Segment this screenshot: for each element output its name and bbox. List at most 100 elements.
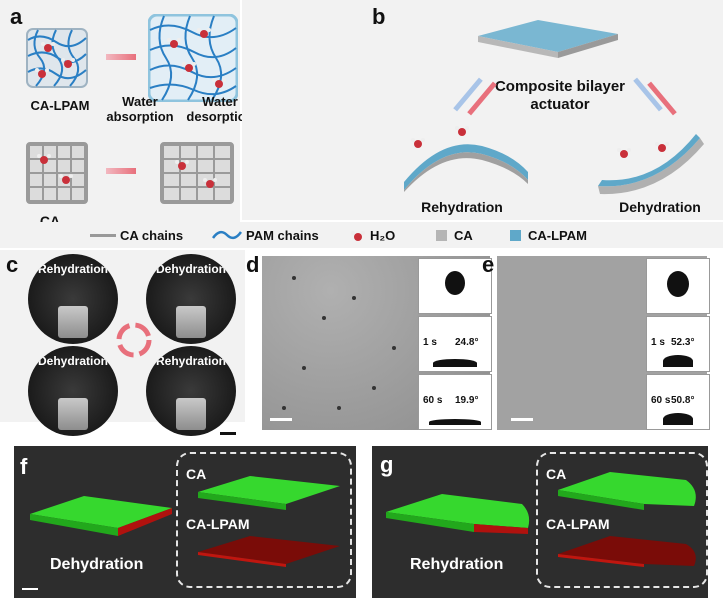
water-molecule	[212, 78, 226, 88]
calpam-layer-3d-f	[198, 536, 340, 567]
water-droplet	[667, 271, 689, 297]
contact-angle-label: 52.3°	[671, 337, 695, 348]
photo-label: Rehydration	[37, 262, 108, 276]
water-molecule	[61, 58, 75, 68]
panel-label-c: c	[6, 252, 19, 277]
water-molecule	[35, 68, 49, 78]
label-rehydration-b: Rehydration	[421, 199, 503, 215]
water-molecule	[59, 174, 73, 184]
contact-angle-label: 19.9°	[455, 395, 479, 406]
water-molecule	[655, 142, 669, 152]
water-molecule	[617, 148, 631, 158]
panel-label-a: a	[10, 4, 23, 29]
legend-calpam: CA-LPAM	[528, 228, 587, 243]
label-composite-actuator: Composite bilayer actuator	[494, 78, 626, 113]
drop-spread	[433, 359, 477, 367]
arrow-right-icon	[106, 168, 136, 174]
water-molecule	[41, 42, 55, 52]
label-dehydration-b: Dehydration	[619, 199, 701, 215]
photo-circle: Rehydration	[28, 254, 118, 344]
bilayer-3d-dehydration	[30, 496, 172, 536]
panel-label-f: f	[20, 454, 28, 479]
sample-holder	[176, 306, 206, 338]
droplet-inset: 1 s 52.3°	[646, 316, 710, 372]
legend-h2o: H₂O	[370, 228, 396, 243]
pore	[337, 406, 341, 410]
drop-spread	[663, 355, 693, 367]
legend-ca-chains-swatch	[90, 234, 116, 237]
layer-breakdown-box-f	[176, 452, 352, 588]
label-ca-f: CA	[186, 466, 207, 482]
legend-ca-chains: CA chains	[120, 228, 184, 243]
label-water-absorption: Water absorption	[106, 94, 174, 124]
pore	[292, 276, 296, 280]
ca-grid	[26, 142, 88, 204]
water-molecule	[455, 126, 469, 136]
photo-label: Dehydration	[37, 354, 108, 368]
droplet-inset: 60 s 50.8°	[646, 374, 710, 430]
bilayer-3d-rehydration	[386, 494, 530, 534]
panel-label-b: b	[372, 4, 386, 29]
water-molecule	[197, 28, 211, 38]
sample-holder	[58, 398, 88, 430]
pore	[392, 346, 396, 350]
legend-ca-swatch	[436, 230, 447, 241]
legend-pam-chains: PAM chains	[246, 228, 319, 243]
contact-angle-label: 50.8°	[671, 395, 695, 406]
caption-rehydration: Rehydration	[410, 556, 504, 573]
time-label: 1 s	[651, 337, 665, 348]
legend-pam-chains-swatch	[212, 230, 242, 240]
water-molecule	[203, 178, 217, 188]
arrow-right-icon	[356, 506, 370, 526]
water-molecule	[167, 38, 181, 48]
label-calpam-g: CA-LPAM	[546, 516, 610, 532]
caption-dehydration: Dehydration	[50, 556, 144, 573]
ca-layer-3d-g	[558, 472, 696, 510]
photo-circle: Rehydration	[146, 346, 236, 436]
panel-label-d: d	[246, 252, 260, 277]
time-label: 1 s	[423, 337, 437, 348]
droplet-inset: 60 s 19.9°	[418, 374, 492, 430]
legend-water-icon	[351, 231, 365, 241]
label-water-desorption: Water desorption	[186, 94, 254, 124]
scale-bar	[220, 432, 236, 435]
scale-bar	[22, 588, 38, 590]
droplet-inset	[418, 258, 492, 314]
calpam-layer-3d-g	[558, 536, 696, 567]
water-molecule	[175, 160, 189, 170]
water-molecule	[411, 138, 425, 148]
photo-circle: Dehydration	[28, 346, 118, 436]
pore	[282, 406, 286, 410]
panel-label-g: g	[380, 452, 394, 477]
legend-ca: CA	[454, 228, 473, 243]
sample-holder	[58, 306, 88, 338]
label-ca-g: CA	[546, 466, 567, 482]
ca-layer-3d-f	[198, 476, 340, 510]
scale-bar	[511, 418, 533, 421]
water-molecule	[37, 154, 51, 164]
arrow-right-icon	[106, 54, 136, 60]
pore	[352, 296, 356, 300]
photo-label: Rehydration	[155, 354, 226, 368]
contact-angle-label: 24.8°	[455, 337, 479, 348]
calpam-network-small	[26, 28, 88, 88]
photo-circle: Dehydration	[146, 254, 236, 344]
water-molecule	[182, 62, 196, 72]
water-droplet	[445, 271, 465, 295]
time-label: 60 s	[423, 395, 443, 406]
photo-label: Dehydration	[155, 262, 226, 276]
layer-breakdown-box-g	[536, 452, 708, 588]
pore	[372, 386, 376, 390]
pore	[302, 366, 306, 370]
bilayer-bent-dehydration	[598, 134, 704, 195]
calpam-network-swollen	[148, 14, 238, 102]
pore	[322, 316, 326, 320]
sample-holder	[176, 398, 206, 430]
cycle-arrows-icon	[116, 322, 152, 358]
droplet-inset	[646, 258, 710, 314]
legend-calpam-swatch	[510, 230, 521, 241]
droplet-inset: 1 s 24.8°	[418, 316, 492, 372]
drop-spread	[429, 419, 481, 425]
drop-spread	[663, 413, 693, 425]
panel-label-e: e	[482, 252, 495, 277]
